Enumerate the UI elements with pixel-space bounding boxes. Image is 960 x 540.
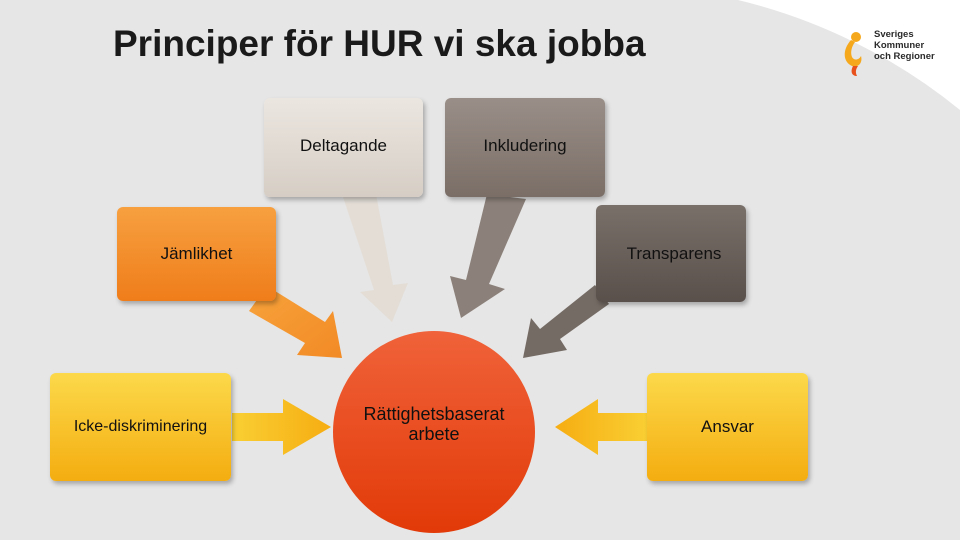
logo-text: Sveriges Kommuner och Regioner <box>874 29 935 62</box>
principle-box-icke-diskriminering: Icke-diskriminering <box>50 373 231 481</box>
principle-box-transparens: Transparens <box>596 205 746 302</box>
skr-logo-icon <box>844 32 862 76</box>
skr-logo: Sveriges Kommuner och Regioner <box>840 28 950 72</box>
logo-line-2: Kommuner <box>874 40 925 51</box>
logo-line-1: Sveriges <box>874 29 914 40</box>
center-circle <box>333 331 535 533</box>
logo-line-3: och Regioner <box>874 51 935 62</box>
slide-title: Principer för HUR vi ska jobba <box>113 23 646 64</box>
principle-label-ansvar: Ansvar <box>701 417 754 436</box>
principle-label-transparens: Transparens <box>626 243 722 263</box>
arrow-icke-diskriminering <box>232 399 331 455</box>
center-label-line-2: arbete <box>408 424 460 444</box>
principle-box-deltagande: Deltagande <box>264 98 423 197</box>
arrow-transparens <box>523 285 609 358</box>
principle-box-jamlikhet: Jämlikhet <box>117 207 276 301</box>
principle-label-deltagande: Deltagande <box>300 135 387 155</box>
arrow-ansvar <box>555 399 647 455</box>
principle-box-inkludering: Inkludering <box>445 98 605 197</box>
arrow-deltagande <box>343 194 408 322</box>
center-label: Rättighetsbaserat arbete <box>334 404 534 444</box>
arrow-jamlikhet <box>249 286 342 358</box>
center-label-line-1: Rättighetsbaserat <box>363 404 505 424</box>
principle-label-icke-diskriminering: Icke-diskriminering <box>73 418 208 435</box>
principle-label-jamlikhet: Jämlikhet <box>160 244 233 263</box>
principle-box-ansvar: Ansvar <box>647 373 808 481</box>
arrow-inkludering <box>450 194 526 318</box>
principle-label-inkludering: Inkludering <box>483 135 567 155</box>
